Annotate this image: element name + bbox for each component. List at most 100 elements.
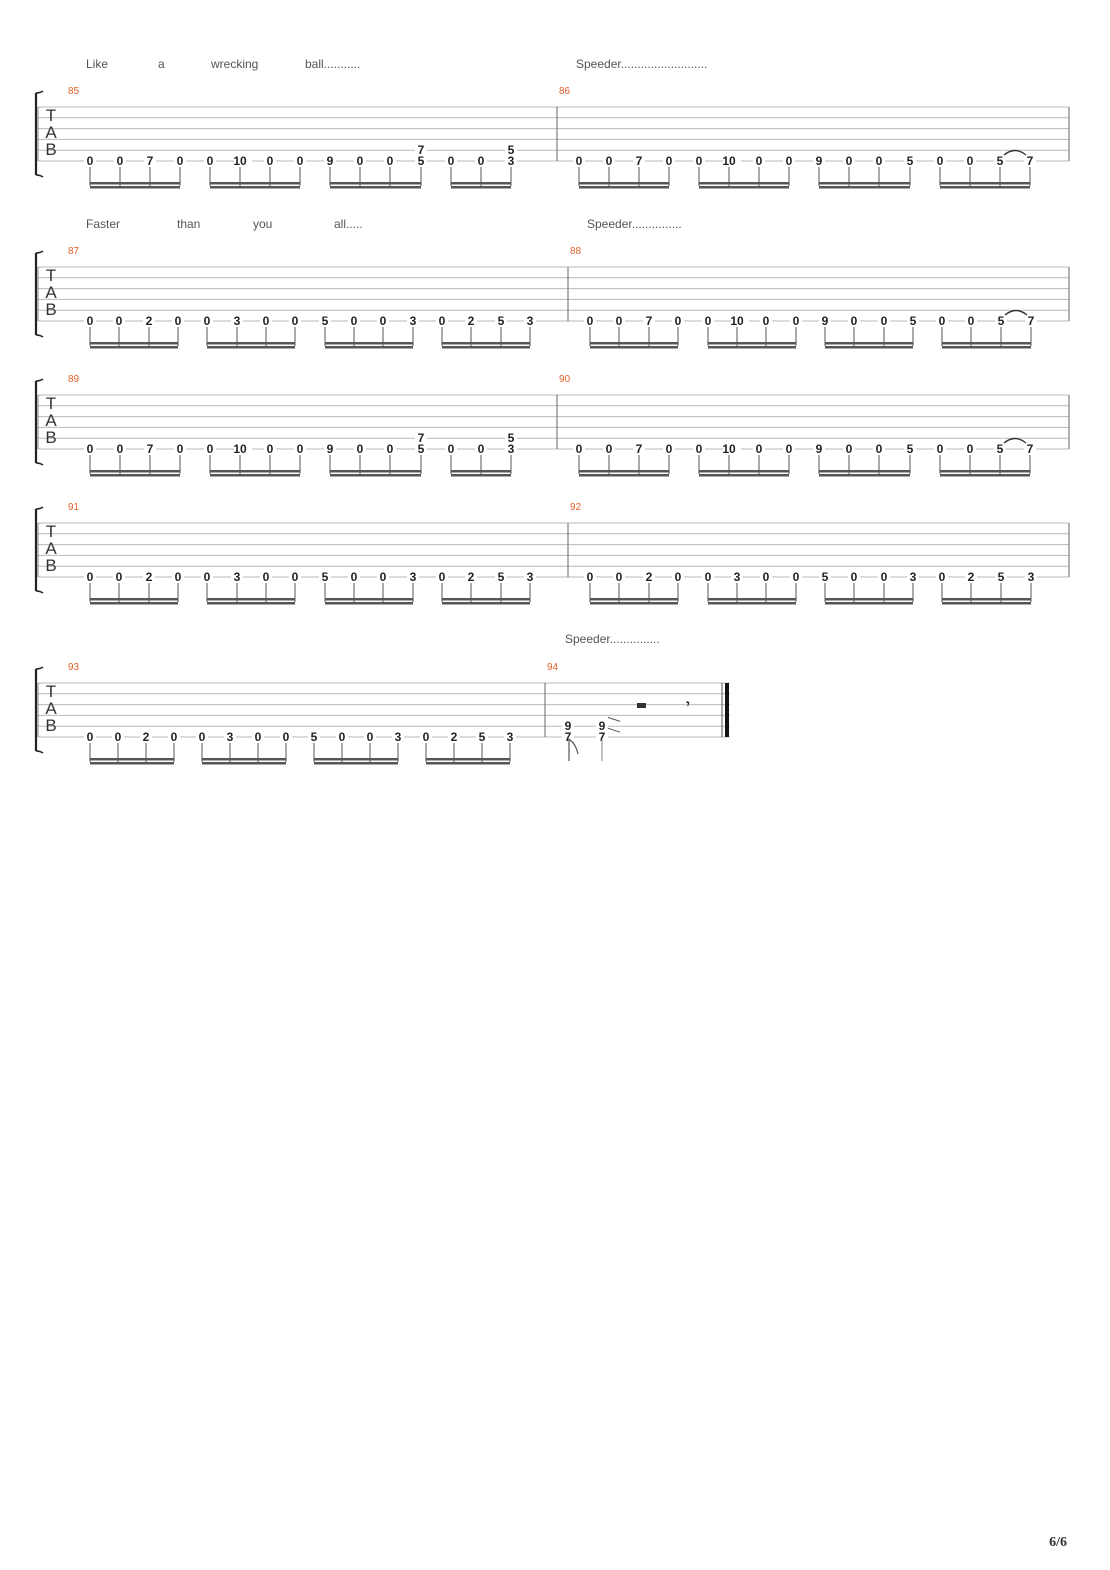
fret-number: 0 [380, 314, 387, 328]
measure-number: 92 [570, 502, 582, 513]
fret-bg [596, 720, 608, 733]
fret-bg [965, 571, 977, 583]
beam [579, 182, 669, 185]
beam [825, 342, 913, 345]
fret-number: 7 [147, 442, 154, 456]
fret-bg [643, 315, 655, 327]
fret-bg [873, 443, 885, 455]
beam [825, 346, 913, 349]
fret-number: 3 [227, 730, 234, 744]
beam [442, 602, 530, 605]
beam [590, 598, 678, 601]
fret-number: 2 [468, 314, 475, 328]
fret-bg [84, 155, 96, 167]
fret-bg [663, 443, 675, 455]
fret-bg [783, 155, 795, 167]
fret-number: 0 [793, 570, 800, 584]
fret-number: 0 [297, 442, 304, 456]
fret-number: 0 [846, 154, 853, 168]
measure-number: 94 [547, 662, 559, 673]
beam [708, 598, 796, 601]
fret-number: 0 [351, 570, 358, 584]
fret-bg [878, 571, 890, 583]
beam [708, 342, 796, 345]
fret-bg [294, 155, 306, 167]
page-number: 6/6 [1049, 1535, 1067, 1550]
tab-clef-b: B [45, 140, 56, 159]
fret-number: 0 [177, 442, 184, 456]
lyric-word: Speeder............... [565, 632, 660, 646]
fret-number: 0 [387, 154, 394, 168]
fret-number: 10 [730, 314, 744, 328]
beam [451, 474, 511, 477]
beam [90, 182, 180, 185]
fret-number: 0 [616, 570, 623, 584]
beam [699, 474, 789, 477]
fret-number: 0 [423, 730, 430, 744]
beam [451, 186, 511, 189]
fret-number: 5 [907, 442, 914, 456]
fret-number: 5 [822, 570, 829, 584]
fret-bg [448, 731, 460, 743]
fret-number: 9 [327, 154, 334, 168]
fret-number: 0 [968, 314, 975, 328]
fret-number: 7 [636, 442, 643, 456]
system-bracket-top [35, 666, 44, 670]
beam [202, 762, 286, 765]
fret-number: 0 [339, 730, 346, 744]
beam [819, 182, 910, 185]
fret-number: 10 [233, 442, 247, 456]
beam [314, 762, 398, 765]
fret-number: 0 [117, 442, 124, 456]
fret-bg [663, 155, 675, 167]
fret-bg [904, 155, 916, 167]
fret-bg [753, 443, 765, 455]
fret-number: 5 [910, 314, 917, 328]
fret-number: 0 [115, 730, 122, 744]
beam [708, 346, 796, 349]
fret-bg [234, 155, 252, 167]
fret-number: 7 [1027, 154, 1034, 168]
fret-bg [475, 443, 487, 455]
tab-clef-a: A [45, 539, 57, 558]
fret-bg [308, 731, 320, 743]
fret-number: 0 [576, 154, 583, 168]
tab-clef-t: T [46, 266, 56, 285]
fret-number: 3 [410, 570, 417, 584]
fret-bg [965, 315, 977, 327]
fret-number: 5 [322, 314, 329, 328]
system-bracket-top [35, 378, 44, 382]
fret-bg [603, 155, 615, 167]
lyric-word: all..... [334, 217, 363, 231]
fret-number: 5 [498, 314, 505, 328]
beam [325, 346, 413, 349]
fret-bg [364, 731, 376, 743]
fret-number: 9 [816, 154, 823, 168]
fret-bg [505, 155, 517, 167]
fret-number: 0 [939, 314, 946, 328]
fret-bg [573, 443, 585, 455]
fret-number: 0 [283, 730, 290, 744]
fret-number: 0 [87, 730, 94, 744]
fret-bg [172, 315, 184, 327]
beam [708, 602, 796, 605]
fret-number: 3 [234, 314, 241, 328]
fret-number: 0 [380, 570, 387, 584]
fret-number: 0 [175, 570, 182, 584]
fret-number: 0 [175, 314, 182, 328]
fret-number: 0 [87, 570, 94, 584]
fret-bg [613, 571, 625, 583]
tab-clef-t: T [46, 682, 56, 701]
fret-number: 0 [616, 314, 623, 328]
beam [325, 602, 413, 605]
fret-bg [848, 571, 860, 583]
fret-number: 0 [87, 442, 94, 456]
fret-number: 0 [705, 570, 712, 584]
lyric-word: Speeder............... [587, 217, 682, 231]
tab-clef-a: A [45, 411, 57, 430]
fret-bg [264, 443, 276, 455]
fret-bg [1024, 155, 1036, 167]
half-rest [637, 703, 646, 708]
beam [442, 342, 530, 345]
